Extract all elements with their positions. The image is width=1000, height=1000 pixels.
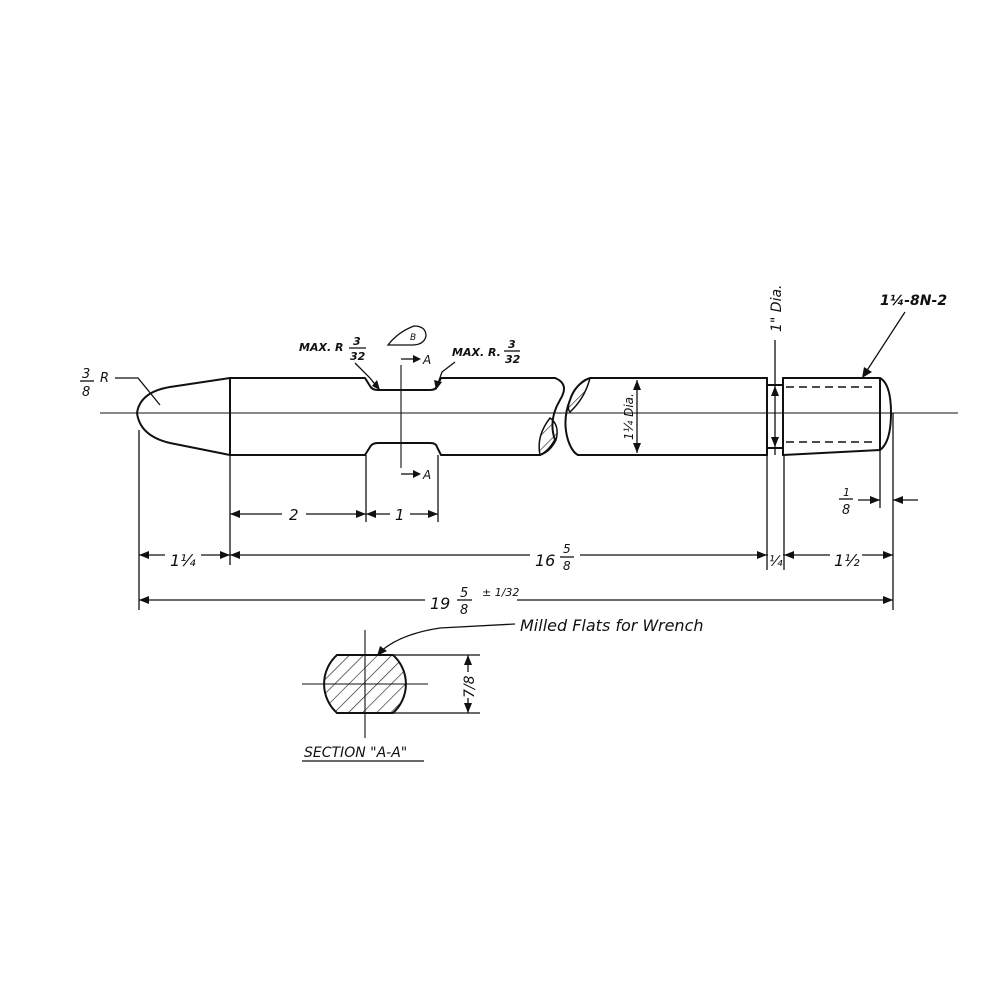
dia-114-label: 1¼ Dia. [622,393,636,440]
dia-1-arrowhead-top [771,386,779,396]
thread-callout: 1¼-8N-2 [880,293,947,309]
total-tolerance: ± 1/32 [482,586,519,599]
dim-1658-arrow-r [757,551,767,559]
tip-radius-leader [115,377,161,406]
dia-1-label: 1" Dia. [769,285,785,333]
max-r-right-num: 3 [508,338,516,351]
dim-114-label: 1¼ [170,551,196,570]
total-den: 8 [460,603,468,618]
tip-radius-den: 8 [82,385,90,400]
thread-arrowhead [862,367,872,378]
tip-radius-suffix: R [100,371,109,386]
dim-18-num: 1 [843,486,850,499]
total-arrow-l [139,596,149,604]
flat-arrow-top [464,655,472,665]
flats-leader [379,623,516,653]
dia-114-arrowhead-bottom [633,443,641,453]
break-hatch-left [538,416,558,456]
extension-lines [138,413,894,610]
thread-minor-diameter [786,386,872,443]
dim-2-label: 2 [289,506,299,524]
dim-1658-den: 8 [563,559,571,573]
note-marker-flag [386,325,427,346]
dim-18-den: 8 [842,503,850,518]
flats-note: Milled Flats for Wrench [520,616,704,635]
dim-14-label: ¼ [769,554,783,570]
dim-2-arrow-l [230,510,240,518]
dim-2-arrow-r [356,510,366,518]
dim-1658-arrow-l [230,551,240,559]
section-letter-bottom: A [422,468,431,482]
dim-1-arrow-l [366,510,376,518]
total-num: 5 [460,586,468,601]
dim-1658-whole: 16 [535,551,555,570]
thread-leader [865,311,906,373]
dim-1658-gap [530,536,580,572]
dim-1-gap [390,502,410,522]
shank-top-edge [229,377,556,391]
max-r-right-label: MAX. R. [452,346,501,359]
dim-112-gap [830,540,862,570]
total-whole: 19 [430,594,450,613]
pointed-tip [136,377,231,456]
section-arrowhead-top [413,355,421,363]
flat-arrow-bottom [464,703,472,713]
max-r-left-arrowhead [372,380,380,390]
dim-112-label: 1½ [834,551,860,570]
dim-18-arrow-l [870,496,880,504]
tip-radius-num: 3 [82,367,90,382]
flat-extension-lines [393,654,480,714]
dim-18-arrow-r [893,496,903,504]
break-hatch-right [567,377,592,414]
flat-dim-gap [456,672,482,698]
dim-1-label: 1 [395,506,405,524]
threaded-end [782,377,892,456]
total-gap [425,578,517,614]
max-r-left-den: 32 [350,350,366,363]
dim-112-arrow-l [784,551,794,559]
dia-114-arrowhead-top [633,380,641,390]
section-letter-top: A [422,353,431,367]
dim-114-arrow-r [220,551,230,559]
dim-1658-num: 5 [563,542,571,556]
dim-114-gap [165,540,201,570]
shank-bottom-edge [229,442,541,456]
dim-114-arrow-l [139,551,149,559]
dim-112-arrow-r [883,551,893,559]
max-r-right-den: 32 [505,353,521,366]
flat-width-label: 7/8 [462,675,478,698]
section-title: SECTION "A-A" [304,745,407,761]
dim-2-gap [282,502,306,522]
dim-14-gap [768,540,783,572]
max-r-left-num: 3 [353,335,361,348]
flats-arrowhead [377,646,387,656]
section-arrowhead-bottom [413,470,421,478]
max-r-left-label: MAX. R [299,341,343,354]
dim-1-arrow-r [428,510,438,518]
note-marker-letter: B [410,333,416,343]
dia-1-arrowhead-bottom [771,437,779,447]
total-arrow-r [883,596,893,604]
max-r-right-arrowhead [434,380,442,390]
